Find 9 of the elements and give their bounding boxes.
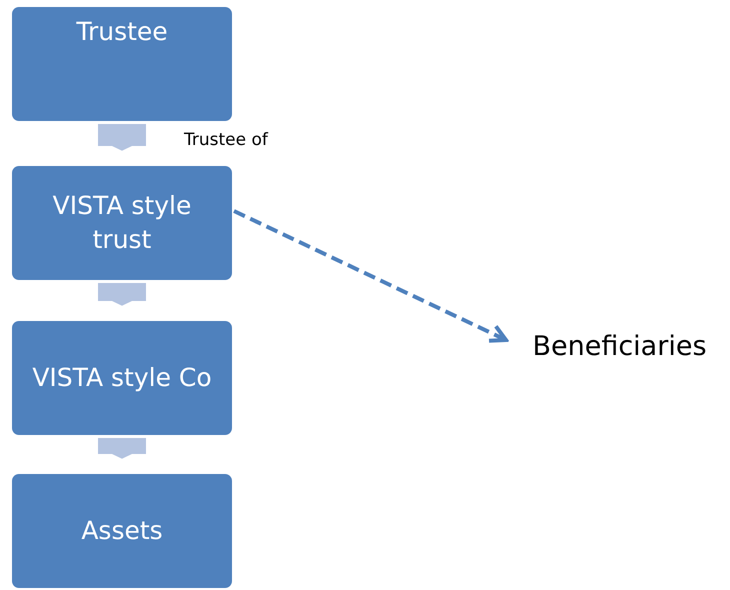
dashed-arrow — [233, 209, 508, 343]
block-arrow — [98, 124, 146, 151]
block-arrow — [98, 283, 146, 306]
node-label: Beneficiaries — [512, 320, 727, 372]
process-box: VISTA style Co — [12, 321, 232, 435]
process-box: VISTA style trust — [12, 166, 232, 280]
process-box: Trustee — [12, 7, 232, 121]
process-box: Assets — [12, 474, 232, 588]
block-arrow — [98, 438, 146, 459]
